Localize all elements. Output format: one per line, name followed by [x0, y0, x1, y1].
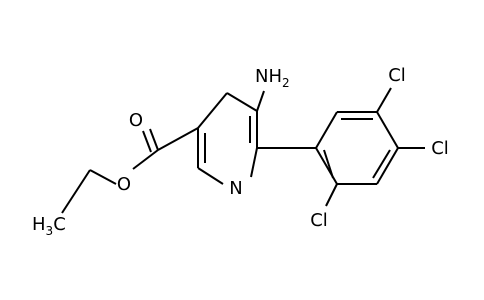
bond: [323, 149, 334, 179]
bond: [157, 127, 199, 151]
bond: [197, 92, 228, 129]
amino-label: NH2: [255, 66, 290, 90]
carbonyl-oxygen-label: O: [129, 110, 143, 131]
trichlorophenyl-ring: [315, 111, 399, 185]
bond: [376, 87, 392, 113]
ester-oxygen-label: O: [117, 174, 131, 195]
bond: [142, 130, 152, 153]
bond: [61, 169, 91, 214]
bond: [376, 147, 399, 185]
bond: [315, 147, 338, 185]
bond: [376, 111, 399, 149]
bond: [325, 183, 338, 207]
bond: [197, 167, 224, 185]
ring-nitrogen-label: N: [229, 178, 242, 199]
bond: [372, 149, 391, 179]
bond: [256, 90, 265, 112]
bond: [149, 128, 159, 151]
pyridine-ring: [197, 92, 258, 185]
bond: [315, 111, 338, 149]
bond: [132, 149, 159, 170]
chlorine-label-right: Cl: [431, 138, 449, 159]
chlorine-label-top: Cl: [388, 65, 406, 86]
bond: [226, 92, 258, 112]
chlorine-label-bottom: Cl: [310, 210, 328, 231]
bond: [89, 169, 117, 185]
ester-group: [61, 127, 199, 214]
methyl-label: H3C: [32, 214, 66, 238]
bond: [250, 147, 258, 178]
